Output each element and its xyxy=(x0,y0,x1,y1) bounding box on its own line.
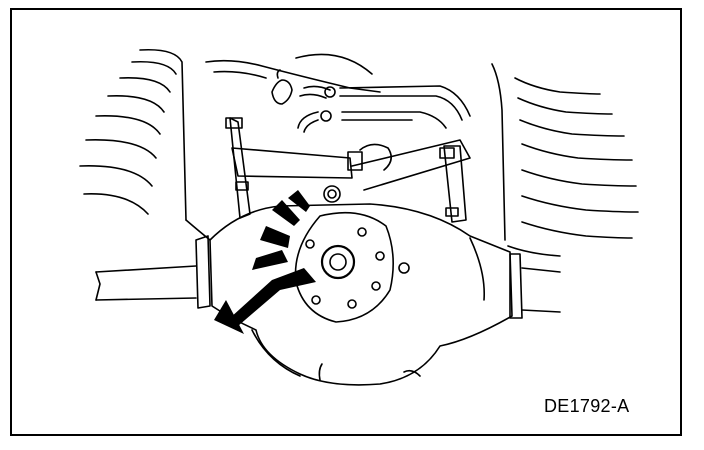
upper-control-arm xyxy=(225,117,471,223)
brake-lines xyxy=(205,53,471,133)
axle-vent-fitting xyxy=(271,69,293,105)
differential-housing xyxy=(209,203,513,386)
figure-frame xyxy=(10,8,682,436)
left-leaf-spring xyxy=(79,48,211,241)
pointer-arrows xyxy=(214,190,316,334)
figure-id-label: DE1792-A xyxy=(544,396,630,416)
axle-housing-tubes xyxy=(95,235,561,319)
right-leaf-spring xyxy=(491,63,639,257)
